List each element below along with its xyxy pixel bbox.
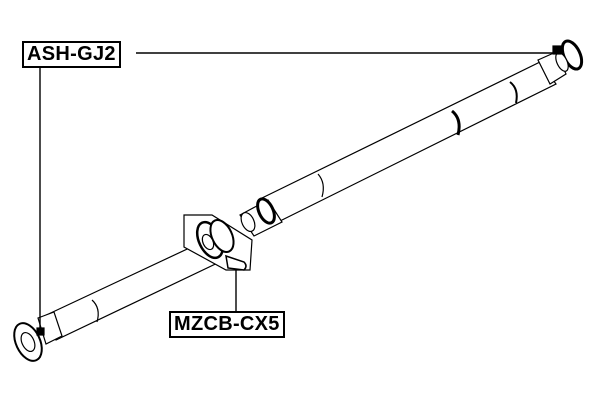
rear-tube <box>261 61 557 223</box>
rear-cv-joint <box>537 39 584 85</box>
slip-joint <box>239 197 283 237</box>
front-cv-joint <box>13 311 63 362</box>
center-support-bearing <box>183 214 253 271</box>
rear-cv-marker <box>552 45 562 55</box>
part-label-ash-gj2: ASH-GJ2 <box>22 41 121 68</box>
part-label-mzcb-cx5: MZCB-CX5 <box>169 311 285 338</box>
